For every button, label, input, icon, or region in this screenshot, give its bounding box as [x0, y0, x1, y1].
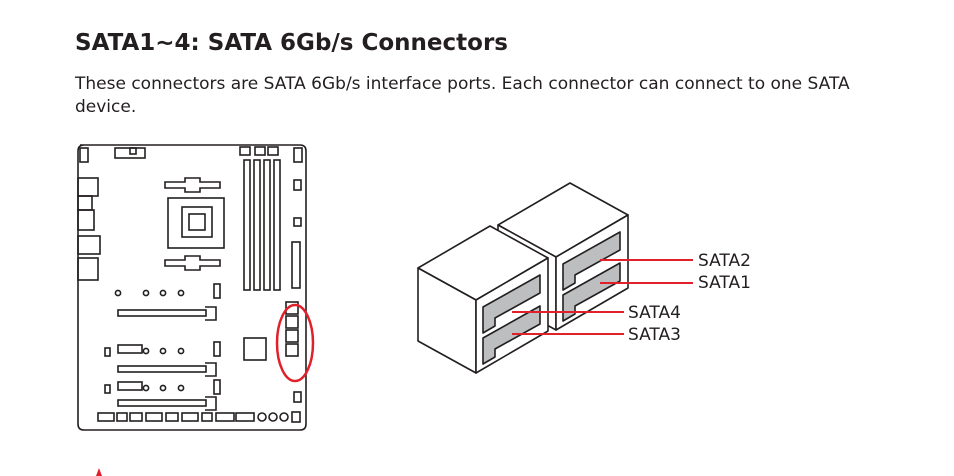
sata4-port	[482, 274, 541, 334]
sata3-label: SATA3	[628, 325, 681, 345]
sata2-port	[562, 231, 621, 291]
sata-connector-drawing	[417, 182, 629, 374]
section-title: SATA1~4: SATA 6Gb/s Connectors	[75, 30, 508, 56]
sata1-label: SATA1	[698, 273, 751, 293]
section-description: These connectors are SATA 6Gb/s interfac…	[75, 74, 850, 117]
cropped-red-mark	[96, 468, 102, 476]
leader-lines	[512, 259, 693, 335]
sata1-port	[562, 262, 621, 322]
sata4-label: SATA4	[628, 303, 681, 323]
sata3-port	[482, 305, 541, 365]
sata-highlight-ellipse	[275, 303, 315, 383]
motherboard-diagram	[77, 144, 307, 431]
sata2-label: SATA2	[698, 251, 751, 271]
